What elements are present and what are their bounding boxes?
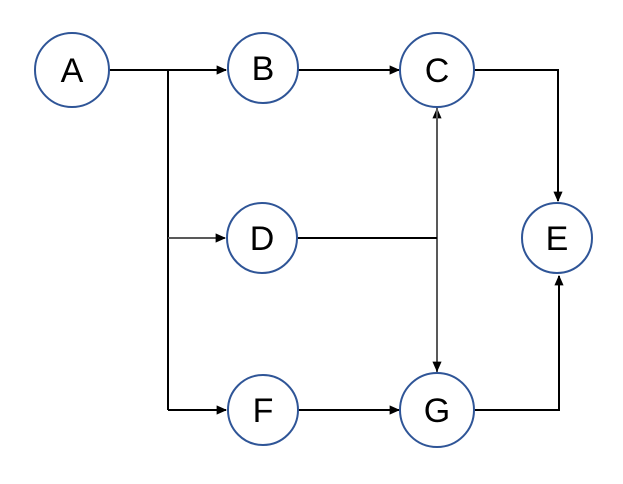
- node-a[interactable]: A: [34, 32, 110, 108]
- edge-C-to-E[interactable]: [474, 69, 563, 203]
- edge-layer: [109, 65, 564, 415]
- node-circle-c[interactable]: [399, 32, 475, 108]
- node-d[interactable]: D: [226, 202, 298, 274]
- node-b[interactable]: B: [227, 32, 299, 104]
- node-c[interactable]: C: [399, 32, 475, 108]
- node-label-e: E: [546, 220, 569, 258]
- node-layer: A B C D E F G: [34, 32, 593, 448]
- node-label-d: D: [250, 220, 275, 258]
- node-g[interactable]: G: [399, 372, 475, 448]
- node-label-b: B: [252, 50, 275, 88]
- node-label-a: A: [61, 52, 84, 90]
- node-circle-d[interactable]: [226, 202, 298, 274]
- node-e[interactable]: E: [521, 202, 593, 274]
- node-label-c: C: [425, 52, 450, 90]
- edge-G-to-E[interactable]: [474, 274, 564, 411]
- node-circle-e[interactable]: [521, 202, 593, 274]
- node-circle-b[interactable]: [227, 32, 299, 104]
- node-circle-a[interactable]: [34, 32, 110, 108]
- node-f[interactable]: F: [227, 374, 299, 446]
- node-circle-g[interactable]: [399, 372, 475, 448]
- node-label-g: G: [424, 392, 450, 430]
- node-label-f: F: [253, 392, 274, 430]
- node-circle-f[interactable]: [227, 374, 299, 446]
